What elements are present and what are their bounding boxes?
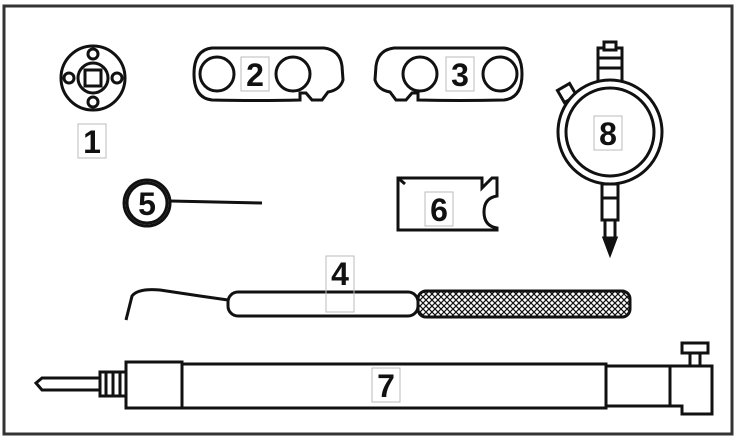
tool-7-label-box: [371, 367, 401, 403]
tool-2-plate-drawing: [192, 46, 345, 102]
tool-3-plate-drawing: [373, 46, 524, 102]
tool-2-label: 2: [246, 57, 264, 93]
tool-4-hook-pick-drawing: [124, 288, 632, 321]
tool-1-adapter-drawing: [59, 44, 127, 112]
tool-1-label: 1: [83, 124, 101, 160]
tool-5-probe-drawing: [122, 178, 263, 228]
tool-3-label-box: [445, 56, 475, 92]
tool-6-label: 6: [430, 192, 448, 228]
tool-3-label: 3: [451, 57, 469, 93]
tool-7-label: 7: [377, 368, 395, 404]
tool-8-label-box: [593, 115, 623, 151]
tool-2-label-box: [240, 56, 270, 92]
tool-1-label-box: [77, 123, 107, 159]
tool-4-label: 4: [331, 256, 349, 292]
tool-8-label: 8: [599, 116, 617, 152]
tool-5-label: 5: [138, 186, 156, 222]
tool-4-label-box: [325, 255, 355, 313]
tool-6-label-box: [424, 191, 454, 227]
